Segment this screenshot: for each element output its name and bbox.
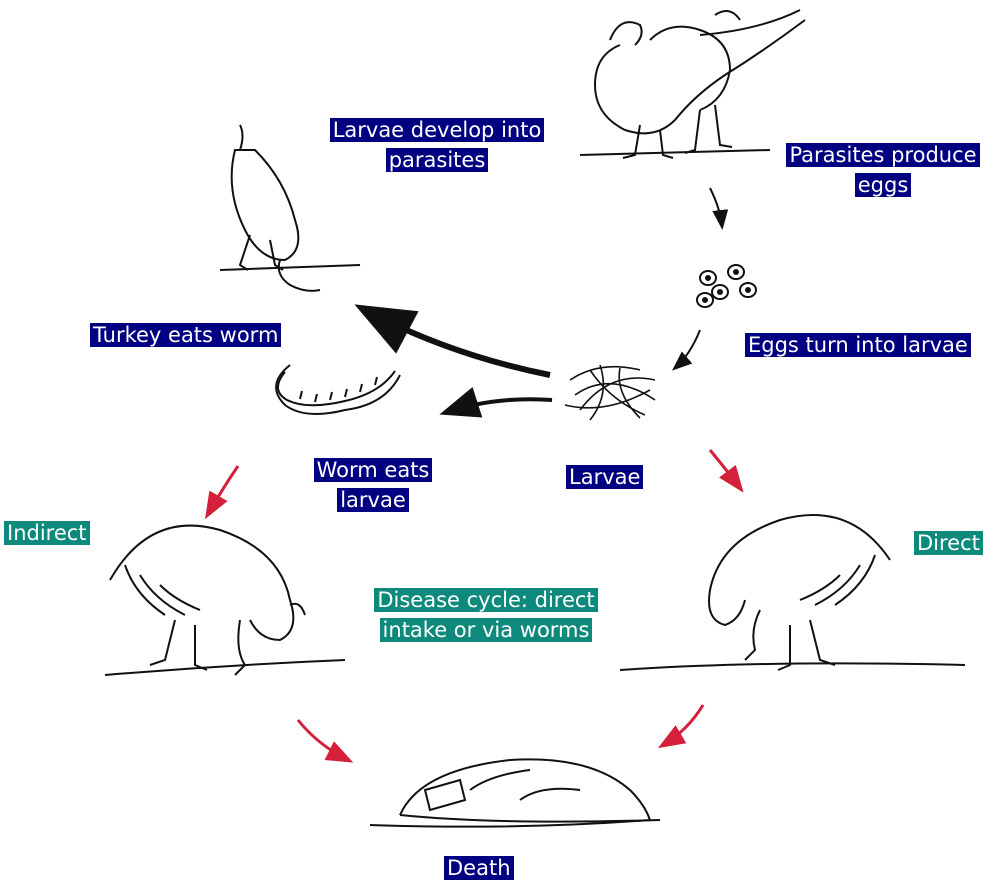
larvae-cluster-icon xyxy=(565,365,655,420)
label-disease-cycle: Disease cycle: direct intake or via worm… xyxy=(362,585,610,645)
label-indirect: Indirect xyxy=(4,518,90,548)
label-parasites-produce: Parasites produce eggs xyxy=(770,140,996,200)
label-eggs-turn: Eggs turn into larvae xyxy=(745,330,971,360)
label-turkey-eats: Turkey eats worm xyxy=(90,320,281,350)
turkey-indirect-icon xyxy=(105,526,345,675)
flow-arrows xyxy=(365,188,722,412)
label-larvae-develop: Larvae develop into parasites xyxy=(316,115,558,175)
label-death: Death xyxy=(444,853,514,883)
label-direct: Direct xyxy=(914,528,983,558)
worm-icon xyxy=(276,365,400,414)
eggs-icon xyxy=(697,265,756,307)
turkey-dead-icon xyxy=(370,759,660,826)
label-worm-eats: Worm eats larvae xyxy=(298,455,448,515)
label-larvae: Larvae xyxy=(566,462,643,492)
pheasants-icon xyxy=(580,10,805,158)
